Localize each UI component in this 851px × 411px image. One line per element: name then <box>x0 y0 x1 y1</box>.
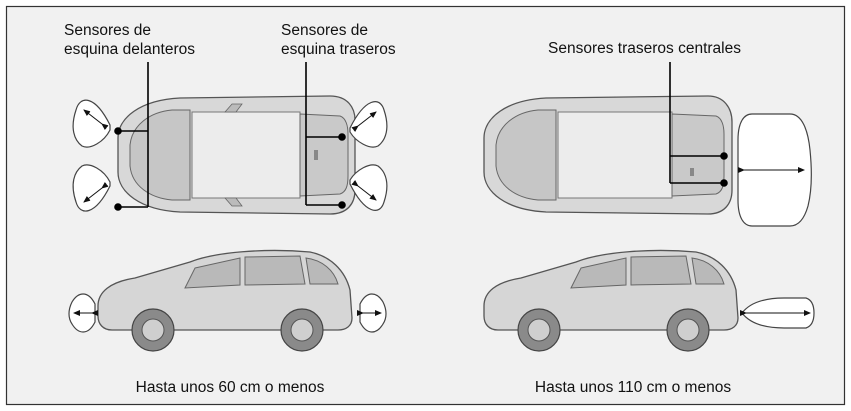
zone-front-left-bottom <box>72 164 111 212</box>
zone-side-rear-right <box>740 297 815 329</box>
zone-rear-right-bottom <box>349 164 388 211</box>
caption-left: Hasta unos 60 cm o menos <box>135 379 325 396</box>
car-side-view-right <box>483 249 739 352</box>
zone-rear-center-top <box>737 113 812 227</box>
label-rear-corner-line2: esquina traseros <box>281 41 396 58</box>
car-top-view-right <box>483 95 733 215</box>
label-rear-corner-line1: Sensores de <box>281 22 369 39</box>
caption-right: Hasta unos 110 cm o menos <box>534 379 732 396</box>
leader-rear-corner <box>305 62 346 209</box>
car-side-view-left <box>97 249 353 352</box>
leader-rear-center <box>669 62 728 187</box>
label-front-corner-line1: Sensores de <box>64 22 152 39</box>
car-top-view-left <box>117 95 356 215</box>
zone-rear-right-top <box>349 101 388 148</box>
label-front-corner-line2: esquina delanteros <box>64 41 195 58</box>
label-rear-center: Sensores traseros centrales <box>548 40 741 57</box>
leader-front-corner <box>114 62 149 211</box>
zone-front-left-top <box>72 99 111 148</box>
zone-side-rear-left <box>357 293 387 333</box>
zone-side-front-left <box>68 293 98 333</box>
